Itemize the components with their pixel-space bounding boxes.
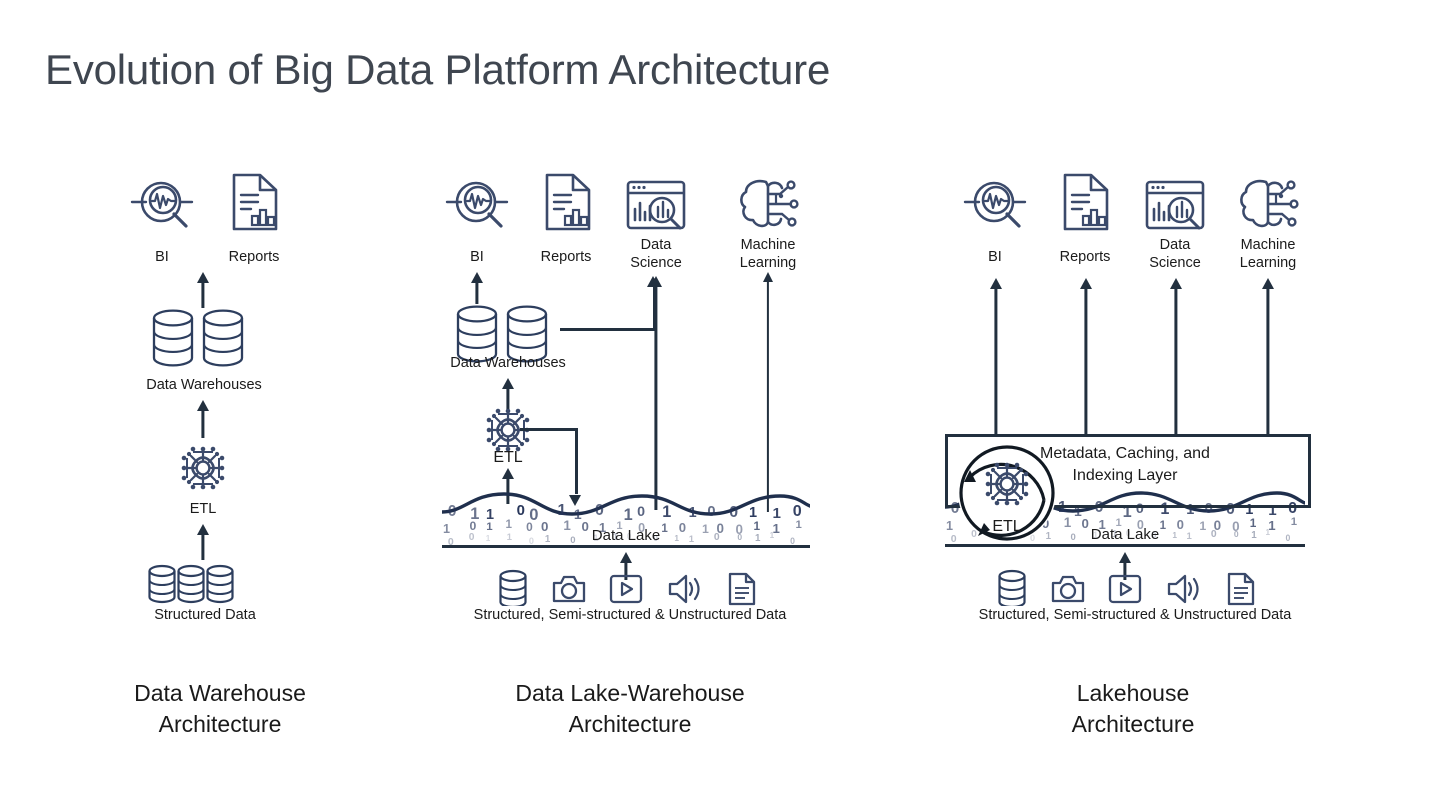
ml-label-line-1: Machine xyxy=(740,237,796,253)
caption-line-1: Lakehouse xyxy=(1076,680,1190,706)
arrow-warehouse-to-bi xyxy=(469,272,485,304)
source-icons-row xyxy=(997,569,1257,606)
document-icon xyxy=(728,572,756,606)
etl-label: ETL xyxy=(493,449,523,466)
metadata-layer-label-line-1: Metadata, Caching, and xyxy=(1040,445,1210,462)
video-player-icon xyxy=(609,574,643,604)
data-science-label-line-1: Data xyxy=(1159,237,1191,253)
source-icons-row xyxy=(498,569,758,606)
data-lake-base-line xyxy=(945,544,1305,547)
etl-label: ETL xyxy=(992,518,1022,535)
machine-learning-label: Machine Learning xyxy=(1220,236,1316,272)
etl-chip-icon xyxy=(173,438,233,503)
arrow-lake-to-etl xyxy=(500,468,516,504)
document-icon xyxy=(1227,572,1255,606)
arrow-sources-to-lake xyxy=(618,552,634,580)
arrow-etl-to-warehouse xyxy=(195,400,211,438)
data-science-label-line-2: Science xyxy=(630,255,682,271)
database-cylinder-pair-icon xyxy=(152,307,256,374)
page-title: Evolution of Big Data Platform Architect… xyxy=(45,46,831,93)
caption-line-2: Architecture xyxy=(158,711,282,737)
data-lake-label: Data Lake xyxy=(1090,526,1160,543)
connector-etl-to-lake xyxy=(520,428,590,506)
arrow-layer-to-data-science xyxy=(1168,278,1184,436)
database-icon xyxy=(998,569,1026,606)
arrow-source-to-etl xyxy=(195,524,211,560)
metadata-caching-indexing-layer-box xyxy=(945,434,1311,508)
camera-icon xyxy=(552,575,585,603)
database-icon xyxy=(499,569,527,606)
reports-document-chart-icon xyxy=(1055,172,1115,237)
reports-label: Reports xyxy=(540,249,592,265)
data-warehouses-label: Data Warehouses xyxy=(146,377,262,393)
camera-icon xyxy=(1051,575,1084,603)
column-data-lake-warehouse-architecture: BI Reports Data Science Machine Learning xyxy=(420,0,840,807)
caption-line-1: Data Lake-Warehouse xyxy=(515,680,745,706)
bi-label: BI xyxy=(155,249,169,265)
etl-label: ETL xyxy=(189,501,217,517)
reports-document-chart-icon xyxy=(537,172,597,237)
ml-label-line-1: Machine xyxy=(1240,237,1296,253)
data-science-label-line-1: Data xyxy=(640,237,672,253)
data-warehouses-label: Data Warehouses xyxy=(450,355,566,371)
machine-learning-brain-circuit-icon xyxy=(736,174,800,239)
bi-magnifier-waveform-icon xyxy=(130,172,194,237)
arrow-warehouse-to-consumers xyxy=(195,272,211,308)
bi-magnifier-waveform-icon xyxy=(445,172,509,237)
column-lakehouse-architecture: BI Reports Data Science Machine Learning xyxy=(900,0,1433,807)
caption-data-warehouse: Data Warehouse Architecture xyxy=(70,678,370,740)
data-science-browser-chart-icon xyxy=(1143,176,1207,239)
machine-learning-label: Machine Learning xyxy=(720,236,816,272)
caption-line-2: Architecture xyxy=(1071,711,1195,737)
speaker-icon xyxy=(1167,574,1199,604)
ml-label-line-2: Learning xyxy=(1239,255,1297,271)
metadata-layer-label: Metadata, Caching, and Indexing Layer xyxy=(1005,443,1245,487)
arrow-sources-to-lake xyxy=(1117,552,1133,580)
ml-label-line-2: Learning xyxy=(739,255,797,271)
etl-cycle-circle: ETL xyxy=(958,444,1056,542)
arrow-layer-to-bi xyxy=(988,278,1004,436)
caption-lakehouse: Lakehouse Architecture xyxy=(983,678,1283,740)
column-data-warehouse-architecture: BI Reports Data Warehouses ETL xyxy=(0,0,420,807)
structured-data-label: Structured Data xyxy=(154,607,256,623)
data-science-label-line-2: Science xyxy=(1149,255,1201,271)
bi-label: BI xyxy=(988,249,1002,265)
data-science-label: Data Science xyxy=(1135,236,1215,272)
bi-label: BI xyxy=(470,249,484,265)
arrow-lake-to-data-science xyxy=(648,276,664,510)
metadata-layer-label-line-2: Indexing Layer xyxy=(1072,467,1178,484)
arrow-layer-to-machine-learning xyxy=(1260,278,1276,436)
data-science-browser-chart-icon xyxy=(624,176,688,239)
sources-label: Structured, Semi-structured & Unstructur… xyxy=(978,607,1292,623)
arrow-lake-to-machine-learning xyxy=(760,272,776,512)
arrow-etl-to-warehouse xyxy=(500,378,516,412)
reports-document-chart-icon xyxy=(224,172,284,237)
caption-line-2: Architecture xyxy=(568,711,692,737)
data-science-label: Data Science xyxy=(616,236,696,272)
caption-line-1: Data Warehouse xyxy=(134,680,306,706)
sources-label: Structured, Semi-structured & Unstructur… xyxy=(473,607,787,623)
reports-label: Reports xyxy=(1059,249,1111,265)
database-cylinder-triple-icon xyxy=(148,562,260,609)
machine-learning-brain-circuit-icon xyxy=(1236,174,1300,239)
data-lake-label: Data Lake xyxy=(591,527,661,544)
caption-data-lake-warehouse: Data Lake-Warehouse Architecture xyxy=(480,678,780,740)
bi-magnifier-waveform-icon xyxy=(963,172,1027,237)
speaker-icon xyxy=(668,574,700,604)
video-player-icon xyxy=(1108,574,1142,604)
reports-label: Reports xyxy=(228,249,280,265)
etl-chip-icon xyxy=(977,454,1037,519)
arrow-layer-to-reports xyxy=(1078,278,1094,436)
data-lake-base-line xyxy=(442,545,810,548)
